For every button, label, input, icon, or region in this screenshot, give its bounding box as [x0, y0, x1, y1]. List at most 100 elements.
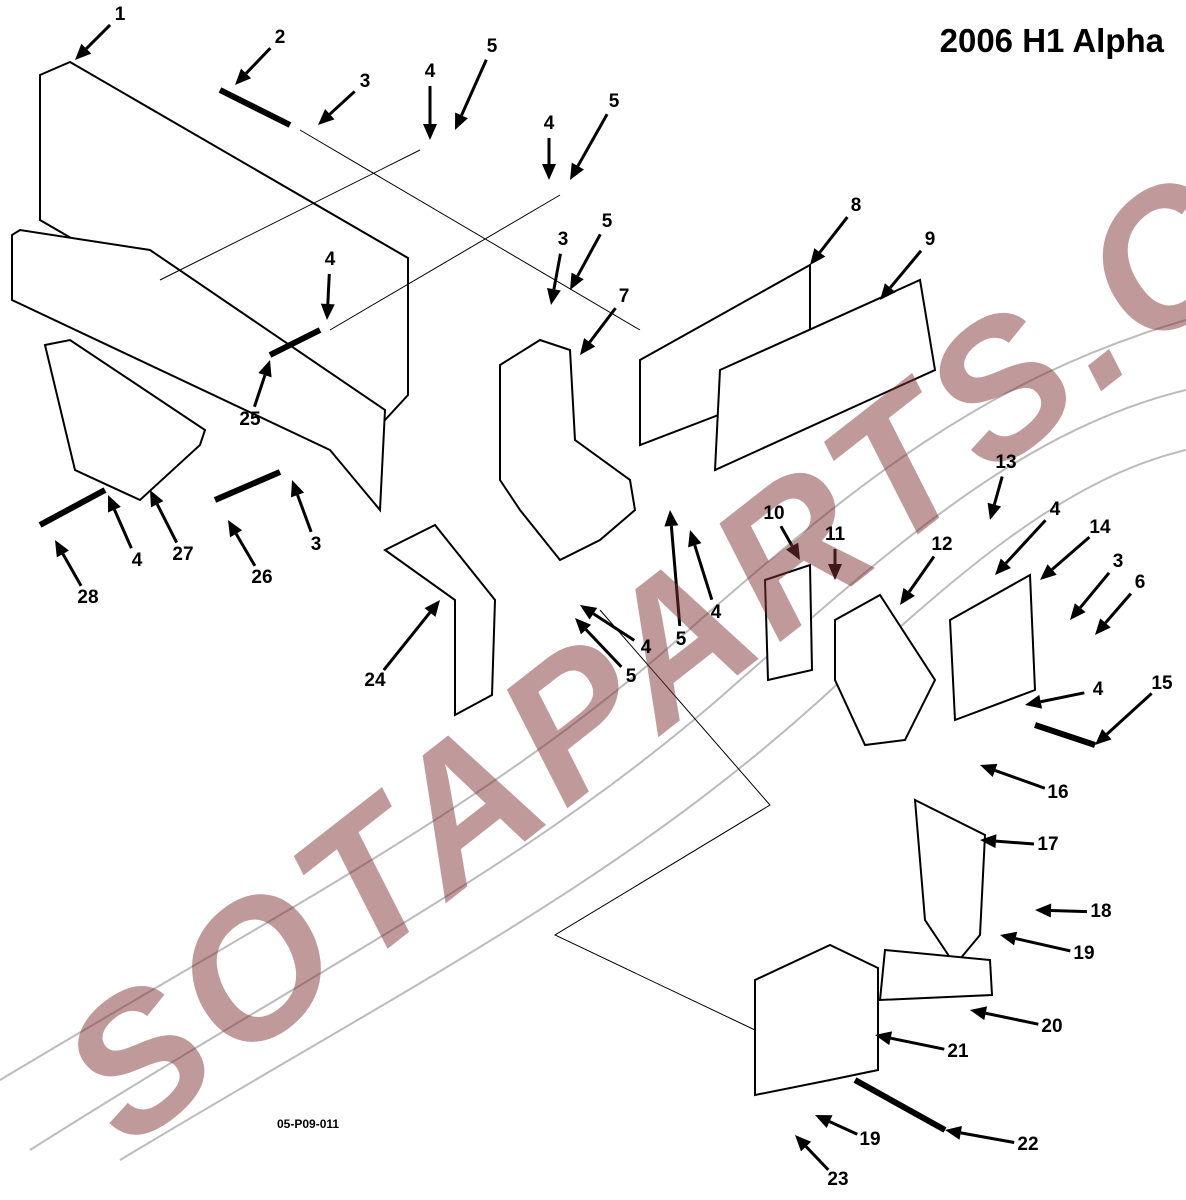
- alignment-lines: [159, 129, 771, 1031]
- callout-number: 17: [1037, 834, 1059, 855]
- callout-arrowhead: [108, 495, 121, 513]
- callout-leader-line: [61, 553, 83, 587]
- callout-number: 20: [1041, 1016, 1063, 1037]
- callout-leader-line: [995, 839, 1035, 846]
- callout-leader-line: [985, 1011, 1039, 1026]
- callout-leader-line: [113, 509, 133, 549]
- callout-number: 4: [131, 550, 143, 571]
- callout-arrowhead: [995, 558, 1011, 575]
- callout-arrowhead: [688, 530, 702, 548]
- callout-leader-line: [960, 1131, 1015, 1144]
- callout-arrowhead: [1025, 694, 1043, 709]
- callout-leader-line: [328, 90, 356, 116]
- callout-arrowhead: [75, 43, 92, 60]
- callout-arrowhead: [318, 109, 335, 125]
- callout-number: 3: [557, 229, 569, 250]
- callout-number: 4: [424, 61, 436, 82]
- callout-arrowhead: [542, 164, 556, 180]
- callout-arrowhead: [795, 1135, 812, 1152]
- callout-arrowhead: [980, 834, 997, 849]
- callout-leader-line: [992, 476, 1004, 506]
- callout-arrowhead: [1070, 603, 1086, 620]
- callout-number: 16: [1047, 782, 1069, 803]
- callout-arrowhead: [455, 112, 468, 130]
- callout-number: 19: [859, 1129, 881, 1150]
- callout-leader-line: [804, 1145, 830, 1171]
- callout-number: 4: [710, 602, 722, 623]
- callout-arrowhead: [987, 502, 1002, 520]
- callout-arrowhead: [423, 124, 437, 140]
- callout-number: 18: [1090, 901, 1112, 922]
- callout-arrowhead: [786, 542, 800, 560]
- callout-arrowhead: [547, 287, 561, 305]
- callout-leader-line: [584, 628, 623, 668]
- callout-arrowhead: [828, 564, 842, 580]
- callout-number: 12: [931, 534, 953, 555]
- callout-number: 26: [251, 567, 273, 588]
- callout-number: 24: [364, 670, 386, 691]
- callout-leader-line: [588, 307, 617, 344]
- callout-arrowhead: [575, 618, 592, 635]
- callout-arrowhead: [570, 162, 584, 180]
- diagram-title: 2006 H1 Alpha: [939, 22, 1164, 59]
- callout-arrowhead: [228, 520, 243, 538]
- callout-number: 1: [114, 4, 126, 25]
- callout-arrowhead: [810, 248, 826, 265]
- callout-arrowhead: [1095, 618, 1111, 635]
- callout-arrowhead: [1040, 564, 1057, 580]
- callout-arrowhead: [900, 587, 915, 605]
- callout-arrowhead: [945, 1125, 962, 1140]
- callout-number: 5: [675, 629, 687, 650]
- callout-number: 6: [1134, 572, 1146, 593]
- callout-number: 10: [763, 503, 785, 524]
- callout-leader-line: [890, 1036, 945, 1051]
- callout-arrowhead: [1035, 903, 1052, 918]
- main-bracket: [11, 60, 409, 513]
- callout-arrowhead: [875, 1031, 893, 1046]
- callout-number: 5: [625, 666, 637, 687]
- callout-leader-line: [1104, 592, 1132, 624]
- callout-leader-line: [889, 249, 923, 289]
- callout-number: 4: [640, 637, 652, 658]
- callout-leader-line: [818, 216, 849, 254]
- callout-leader-line: [1079, 571, 1111, 609]
- callout-number: 25: [239, 409, 261, 430]
- callout-arrowhead: [815, 1115, 833, 1128]
- callout-leader-line: [1050, 908, 1088, 914]
- callout-leader-line: [576, 113, 609, 167]
- callout-leader-line: [1015, 937, 1071, 953]
- callout-number: 4: [324, 249, 336, 270]
- callout-number: 8: [850, 195, 862, 216]
- callout-leader-line: [592, 612, 636, 642]
- callout-number: 2: [274, 27, 286, 48]
- frame-rail: [0, 319, 1186, 1161]
- callout-leader-line: [85, 23, 112, 50]
- callout-number: 3: [310, 534, 322, 555]
- callout-number: 9: [924, 229, 936, 250]
- callout-leader-line: [828, 1120, 858, 1136]
- callout-arrowhead: [424, 600, 440, 617]
- callout-arrowhead: [570, 272, 584, 290]
- callout-leader-line: [907, 555, 936, 593]
- callout-arrowhead: [970, 1006, 988, 1021]
- callout-arrowhead: [1095, 729, 1112, 745]
- callout-arrowhead: [980, 763, 998, 777]
- callout-leader-line: [296, 494, 313, 533]
- callout-number: 15: [1151, 673, 1173, 694]
- callout-leader-line: [155, 503, 178, 544]
- callout-number: 4: [1049, 499, 1061, 520]
- callout-leader-line: [1004, 519, 1047, 565]
- callout-arrowhead: [290, 480, 305, 498]
- callout-leader-line: [576, 233, 602, 277]
- callout-number: 5: [608, 91, 620, 112]
- callout-leader-line: [460, 59, 488, 116]
- callout-number: 14: [1089, 517, 1111, 538]
- callout-arrowhead: [55, 540, 69, 558]
- callout-arrowhead: [580, 338, 596, 355]
- callout-arrowhead: [320, 303, 335, 320]
- callout-number: 27: [172, 544, 194, 565]
- callout-leader-line: [244, 47, 272, 75]
- callout-arrowhead: [880, 283, 896, 300]
- brackets: [38, 87, 1096, 1133]
